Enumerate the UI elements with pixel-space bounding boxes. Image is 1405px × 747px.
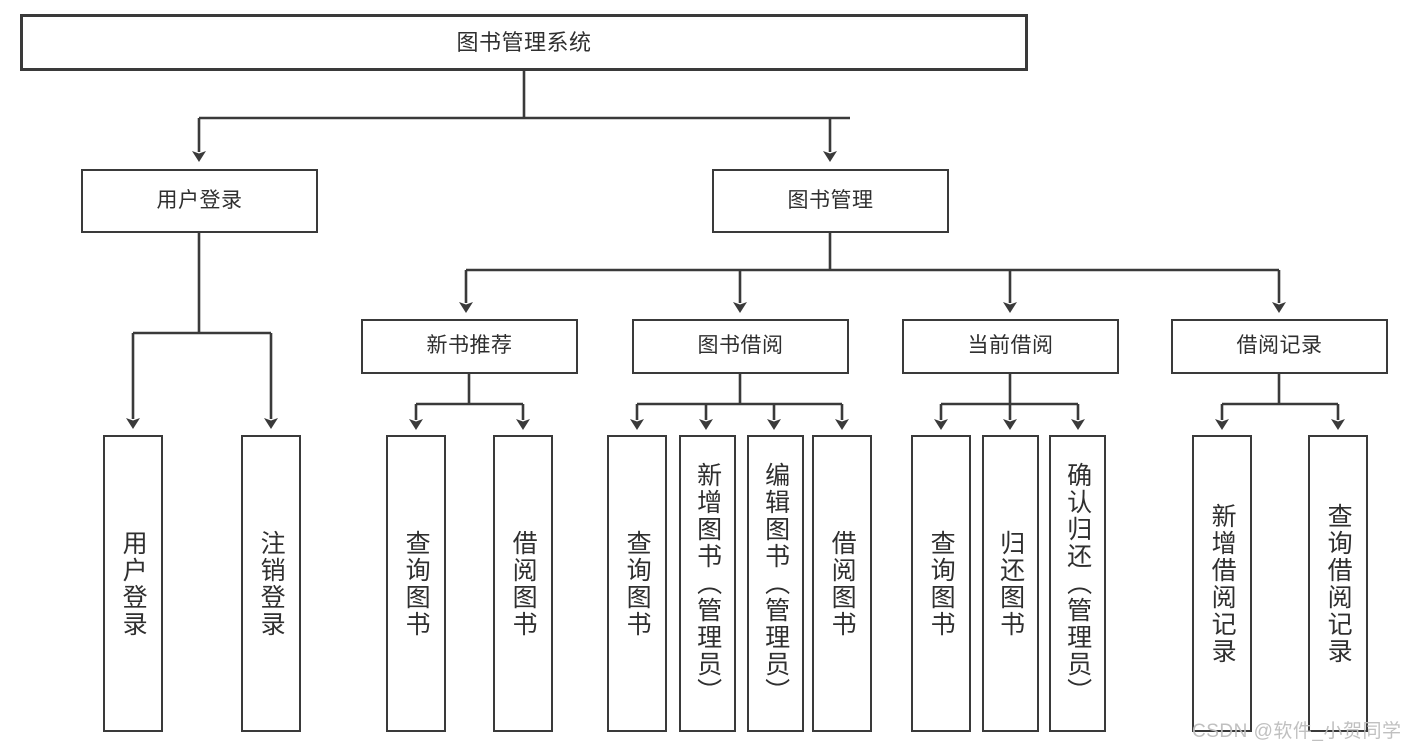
node-leaf-query-record[interactable]: 查询借阅记录 xyxy=(1308,435,1368,732)
node-leaf-user-login-label: 用户登录 xyxy=(119,529,148,638)
node-leaf-return-book-label: 归还图书 xyxy=(996,529,1025,638)
node-book-manage-label: 图书管理 xyxy=(787,188,874,212)
node-leaf-add-record[interactable]: 新增借阅记录 xyxy=(1192,435,1252,732)
node-book-borrow[interactable]: 图书借阅 xyxy=(632,319,849,374)
node-leaf-add-book-label: 新增图书（管理员） xyxy=(693,462,722,705)
node-leaf-confirm-return[interactable]: 确认归还（管理员） xyxy=(1049,435,1106,732)
node-leaf-confirm-return-label: 确认归还（管理员） xyxy=(1063,462,1092,705)
node-leaf-query-book-1-label: 查询图书 xyxy=(402,529,431,638)
node-leaf-borrow-book-2-label: 借阅图书 xyxy=(828,529,857,638)
node-root[interactable]: 图书管理系统 xyxy=(20,14,1028,71)
node-new-book-recommend-label: 新书推荐 xyxy=(426,334,513,358)
node-leaf-query-book-3-label: 查询图书 xyxy=(927,529,956,638)
node-leaf-borrow-book-1-label: 借阅图书 xyxy=(509,529,538,638)
node-leaf-query-record-label: 查询借阅记录 xyxy=(1324,502,1353,665)
node-leaf-edit-book-label: 编辑图书（管理员） xyxy=(761,462,790,705)
node-user-login[interactable]: 用户登录 xyxy=(81,169,318,233)
node-leaf-logout[interactable]: 注销登录 xyxy=(241,435,301,732)
node-book-manage[interactable]: 图书管理 xyxy=(712,169,949,233)
node-leaf-borrow-book-2[interactable]: 借阅图书 xyxy=(812,435,872,732)
node-leaf-query-book-2[interactable]: 查询图书 xyxy=(607,435,667,732)
node-leaf-edit-book[interactable]: 编辑图书（管理员） xyxy=(747,435,804,732)
node-current-borrow[interactable]: 当前借阅 xyxy=(902,319,1119,374)
node-leaf-add-book[interactable]: 新增图书（管理员） xyxy=(679,435,736,732)
node-leaf-add-record-label: 新增借阅记录 xyxy=(1208,502,1237,665)
node-leaf-borrow-book-1[interactable]: 借阅图书 xyxy=(493,435,553,732)
node-borrow-record-label: 借阅记录 xyxy=(1236,334,1323,358)
node-leaf-logout-label: 注销登录 xyxy=(257,529,286,638)
node-leaf-query-book-1[interactable]: 查询图书 xyxy=(386,435,446,732)
node-leaf-query-book-2-label: 查询图书 xyxy=(623,529,652,638)
node-root-label: 图书管理系统 xyxy=(456,29,592,55)
node-borrow-record[interactable]: 借阅记录 xyxy=(1171,319,1388,374)
csdn-watermark: CSDN @软件_小贺同学 xyxy=(1192,721,1402,742)
node-leaf-query-book-3[interactable]: 查询图书 xyxy=(911,435,971,732)
node-current-borrow-label: 当前借阅 xyxy=(967,334,1054,358)
node-book-borrow-label: 图书借阅 xyxy=(697,334,784,358)
node-leaf-return-book[interactable]: 归还图书 xyxy=(982,435,1039,732)
node-leaf-user-login[interactable]: 用户登录 xyxy=(103,435,163,732)
node-new-book-recommend[interactable]: 新书推荐 xyxy=(361,319,578,374)
node-user-login-label: 用户登录 xyxy=(156,188,243,212)
